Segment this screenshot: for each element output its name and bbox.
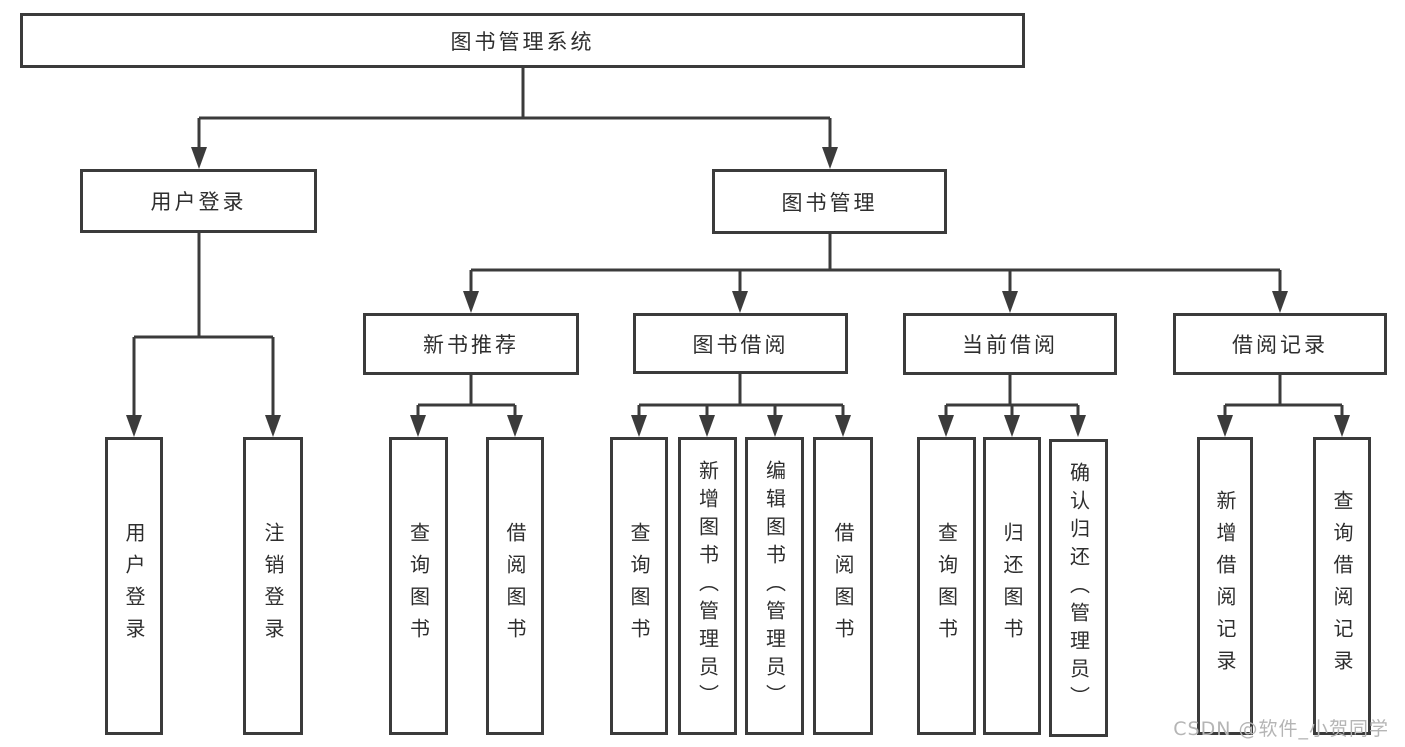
node-root: 图书管理系统 <box>20 13 1025 68</box>
node-leaf-newbooks-borrow: 借阅图书 <box>486 437 544 735</box>
node-new-books: 新书推荐 <box>363 313 579 375</box>
edge-user-login-to-leaves <box>126 233 281 437</box>
node-leaf-logout: 注销登录 <box>243 437 303 735</box>
node-leaf-borrow-edit: 编辑图书（管理员） <box>745 437 804 735</box>
node-book-borrow: 图书借阅 <box>633 313 848 374</box>
node-leaf-current-query: 查询图书 <box>917 437 976 735</box>
edge-current-borrow-to-leaves <box>938 375 1086 437</box>
node-borrow-records: 借阅记录 <box>1173 313 1387 375</box>
node-user-login: 用户登录 <box>80 169 317 233</box>
node-leaf-newbooks-query: 查询图书 <box>389 437 448 735</box>
node-leaf-current-confirm: 确认归还（管理员） <box>1049 439 1108 737</box>
node-current-borrow: 当前借阅 <box>903 313 1117 375</box>
edge-book-mgmt-to-level3 <box>463 234 1288 313</box>
node-leaf-borrow-borrow: 借阅图书 <box>813 437 873 735</box>
edge-borrow-records-to-leaves <box>1217 375 1350 437</box>
node-leaf-user-login: 用户登录 <box>105 437 163 735</box>
node-leaf-records-add: 新增借阅记录 <box>1197 437 1253 735</box>
node-leaf-borrow-query: 查询图书 <box>610 437 668 735</box>
edge-new-books-to-leaves <box>410 375 523 437</box>
edge-book-borrow-to-leaves <box>631 374 851 437</box>
node-leaf-borrow-add: 新增图书（管理员） <box>678 437 737 735</box>
edge-root-to-level2 <box>191 68 838 169</box>
node-leaf-current-return: 归还图书 <box>983 437 1041 735</box>
watermark: CSDN @软件_小贺同学 <box>1173 718 1389 740</box>
node-leaf-records-query: 查询借阅记录 <box>1313 437 1371 735</box>
node-book-mgmt: 图书管理 <box>712 169 947 234</box>
